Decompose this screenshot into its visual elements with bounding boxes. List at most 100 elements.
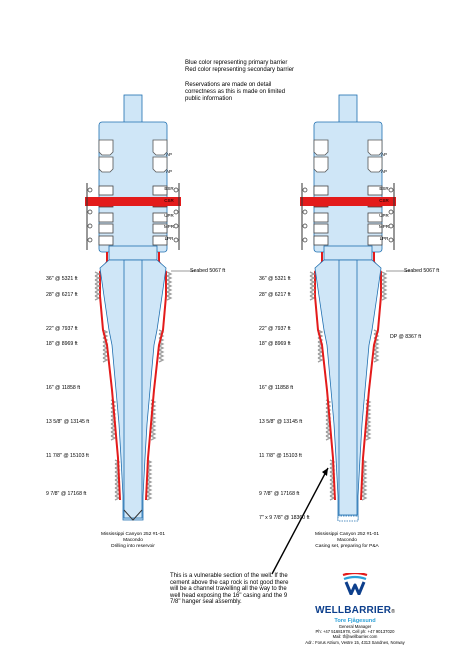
formation-hatch-right-upper xyxy=(166,287,173,293)
line-valve xyxy=(87,237,93,243)
formation-hatch-right-lower xyxy=(150,431,157,437)
right-bop-annular-1-label: AP xyxy=(380,152,387,157)
brand-name: WELLBARRIER xyxy=(315,605,392,616)
callout-arrow-head xyxy=(322,468,328,476)
formation-hatch-right-lower xyxy=(150,435,157,441)
callout-arrow-line xyxy=(271,467,329,575)
formation-hatch-left-lower xyxy=(110,435,117,441)
reservation-note-line1: Reservations are made on detail xyxy=(185,82,272,88)
line-valve xyxy=(173,237,179,243)
formation-hatch-left-upper xyxy=(94,271,101,277)
annular-preventer-1-left xyxy=(98,139,114,156)
ram-block-1-right xyxy=(152,185,168,196)
formation-hatch-left-mid xyxy=(102,353,109,359)
formation-hatch-right-bottom xyxy=(146,495,153,501)
left-bop-lpr-label: LPR xyxy=(164,236,174,241)
ram-block-5-left xyxy=(98,235,114,246)
left-well-schematic xyxy=(85,94,195,521)
formation-hatch-left-upper xyxy=(94,287,101,293)
left-depth-11-7-8: 11 7/8" @ 15103 ft xyxy=(46,453,89,459)
annular-preventer-1-left xyxy=(313,139,329,156)
formation-hatch-left-upper xyxy=(94,275,101,281)
formation-hatch-right-upper xyxy=(381,287,388,293)
ram-block-3-right xyxy=(367,212,383,223)
left-bop-mpr-label: MPR xyxy=(164,224,174,229)
right-depth-13-5-8: 13 5/8" @ 13145 ft xyxy=(259,419,303,425)
formation-hatch-right-upper xyxy=(381,275,388,281)
line-valve xyxy=(388,223,394,229)
left-seabed-label: Seabed 5067 ft xyxy=(190,268,226,274)
annular-preventer-1-right xyxy=(152,139,168,156)
line-valve xyxy=(173,223,179,229)
formation-hatch-left-upper xyxy=(309,295,316,301)
right-well-schematic xyxy=(300,94,410,522)
ram-block-3-right xyxy=(152,212,168,223)
right-depth-22: 22" @ 7937 ft xyxy=(259,326,291,332)
formation-hatch-left-bottom xyxy=(114,491,121,497)
formation-hatch-right-upper xyxy=(166,291,173,297)
drill-bit xyxy=(123,509,143,521)
formation-hatch-left-mid xyxy=(102,349,109,355)
shoe-track-cement xyxy=(337,515,359,522)
ram-block-4-right xyxy=(152,223,168,234)
ram-block-1-left xyxy=(98,185,114,196)
secondary-barrier-casing-right xyxy=(145,295,167,501)
formation-hatch-right-bottom xyxy=(146,475,153,481)
legend-secondary: Red color representing secondary barrier xyxy=(185,67,295,73)
drillpipe xyxy=(338,259,358,516)
right-bop-upr-label: UPR xyxy=(379,213,389,218)
formation-hatch-left-upper xyxy=(309,291,316,297)
left-depth-13-5-8: 13 5/8" @ 13145 ft xyxy=(46,419,90,425)
line-valve xyxy=(173,187,179,193)
formation-hatch-left-upper xyxy=(94,279,101,285)
wellbarrier-logo-icon xyxy=(342,571,368,596)
formation-hatch-right-upper xyxy=(166,271,173,277)
right-caption-line2: Macondo xyxy=(337,538,357,543)
formation-hatch-left-upper xyxy=(94,291,101,297)
formation-hatch-left-mid xyxy=(317,349,324,355)
formation-hatch-left-lower xyxy=(325,407,332,413)
formation-hatch-left-mid xyxy=(317,353,324,359)
formation-hatch-left-lower xyxy=(110,427,117,433)
formation-hatch-right-bottom xyxy=(361,491,368,497)
left-depth-22: 22" @ 7937 ft xyxy=(46,326,78,332)
formation-hatch-left-upper xyxy=(94,283,101,289)
ram-block-3-left xyxy=(98,212,114,223)
left-depth-16: 16" @ 11858 ft xyxy=(46,385,81,391)
formation-hatch-right-upper xyxy=(381,295,388,301)
annular-preventer-2-right xyxy=(152,156,168,173)
right-depth-7-x-9-7-8: 7" x 9 7/8" @ 18360 ft xyxy=(259,515,310,521)
ram-block-5-right xyxy=(152,235,168,246)
right-bop-annular-2-label: AP xyxy=(380,169,387,174)
formation-hatch-left-bottom xyxy=(329,487,336,493)
right-dp-label: DP @ 8367 ft xyxy=(390,334,422,340)
line-valve xyxy=(87,209,93,215)
vulnerable-section-callout: This is a vulnerable section of the well… xyxy=(170,573,289,606)
callout-arrow xyxy=(271,467,329,575)
line-valve xyxy=(302,237,308,243)
contact-phone: Ph: +47 51681978, Cell ph: +47 90137020 xyxy=(315,629,395,635)
right-depth-9-7-8: 9 7/8" @ 17168 ft xyxy=(259,491,300,497)
formation-hatch-left-lower xyxy=(110,431,117,437)
formation-hatch-left-upper xyxy=(309,271,316,277)
formation-hatch-right-upper xyxy=(166,283,173,289)
formation-hatch-right-bottom xyxy=(361,487,368,493)
formation-hatch-right-bottom xyxy=(361,471,368,477)
formation-hatch-right-upper xyxy=(381,279,388,285)
formation-hatch-right-lower xyxy=(150,423,157,429)
formation-hatch-right-lower xyxy=(150,427,157,433)
contact-address: Adr.: Forus Atrium, Vestre 15, 4313 Sand… xyxy=(305,639,405,645)
left-bop-csr-label: CSR xyxy=(164,198,174,203)
left-bop-bsr-label: BSR xyxy=(164,186,174,191)
line-valve xyxy=(173,209,179,215)
right-depth-18: 18" @ 8969 ft xyxy=(259,341,291,347)
formation-hatch-left-upper xyxy=(309,287,316,293)
ram-block-3-left xyxy=(313,212,329,223)
formation-hatch-right-bottom xyxy=(146,471,153,477)
right-depth-11-7-8: 11 7/8" @ 15103 ft xyxy=(259,453,302,459)
formation-hatch-right-mid xyxy=(158,345,165,351)
formation-hatch-right-upper xyxy=(166,295,173,301)
formation-hatch-right-mid xyxy=(158,349,165,355)
line-valve xyxy=(388,237,394,243)
